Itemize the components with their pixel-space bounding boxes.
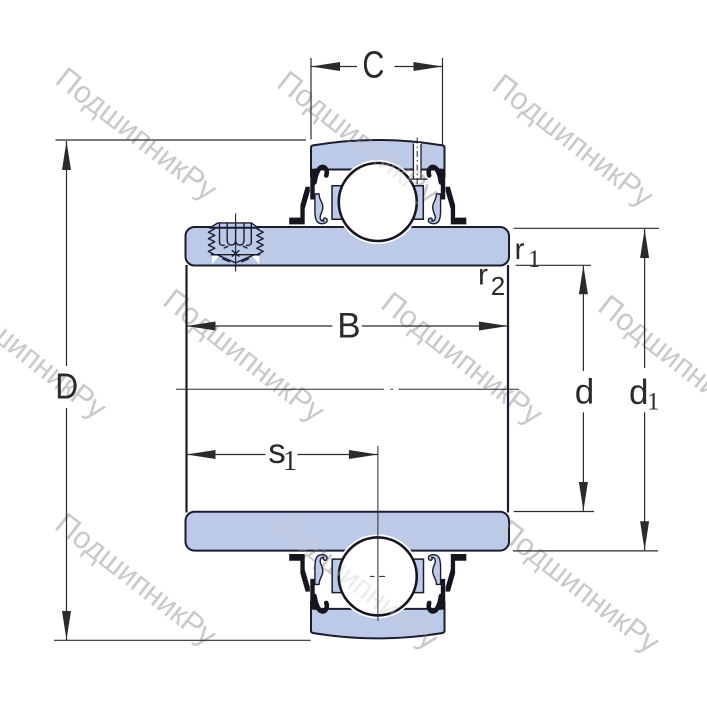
svg-text:1: 1 — [647, 388, 660, 415]
svg-text:1: 1 — [283, 446, 297, 477]
svg-text:2: 2 — [491, 271, 505, 301]
svg-text:d: d — [575, 372, 594, 411]
svg-text:r: r — [478, 258, 488, 291]
svg-text:C: C — [362, 44, 384, 86]
svg-text:B: B — [337, 307, 360, 346]
svg-text:1: 1 — [528, 246, 541, 273]
svg-text:d: d — [629, 373, 648, 412]
svg-text:s: s — [268, 432, 286, 471]
svg-text:D: D — [55, 367, 78, 407]
svg-text:r: r — [515, 233, 525, 266]
